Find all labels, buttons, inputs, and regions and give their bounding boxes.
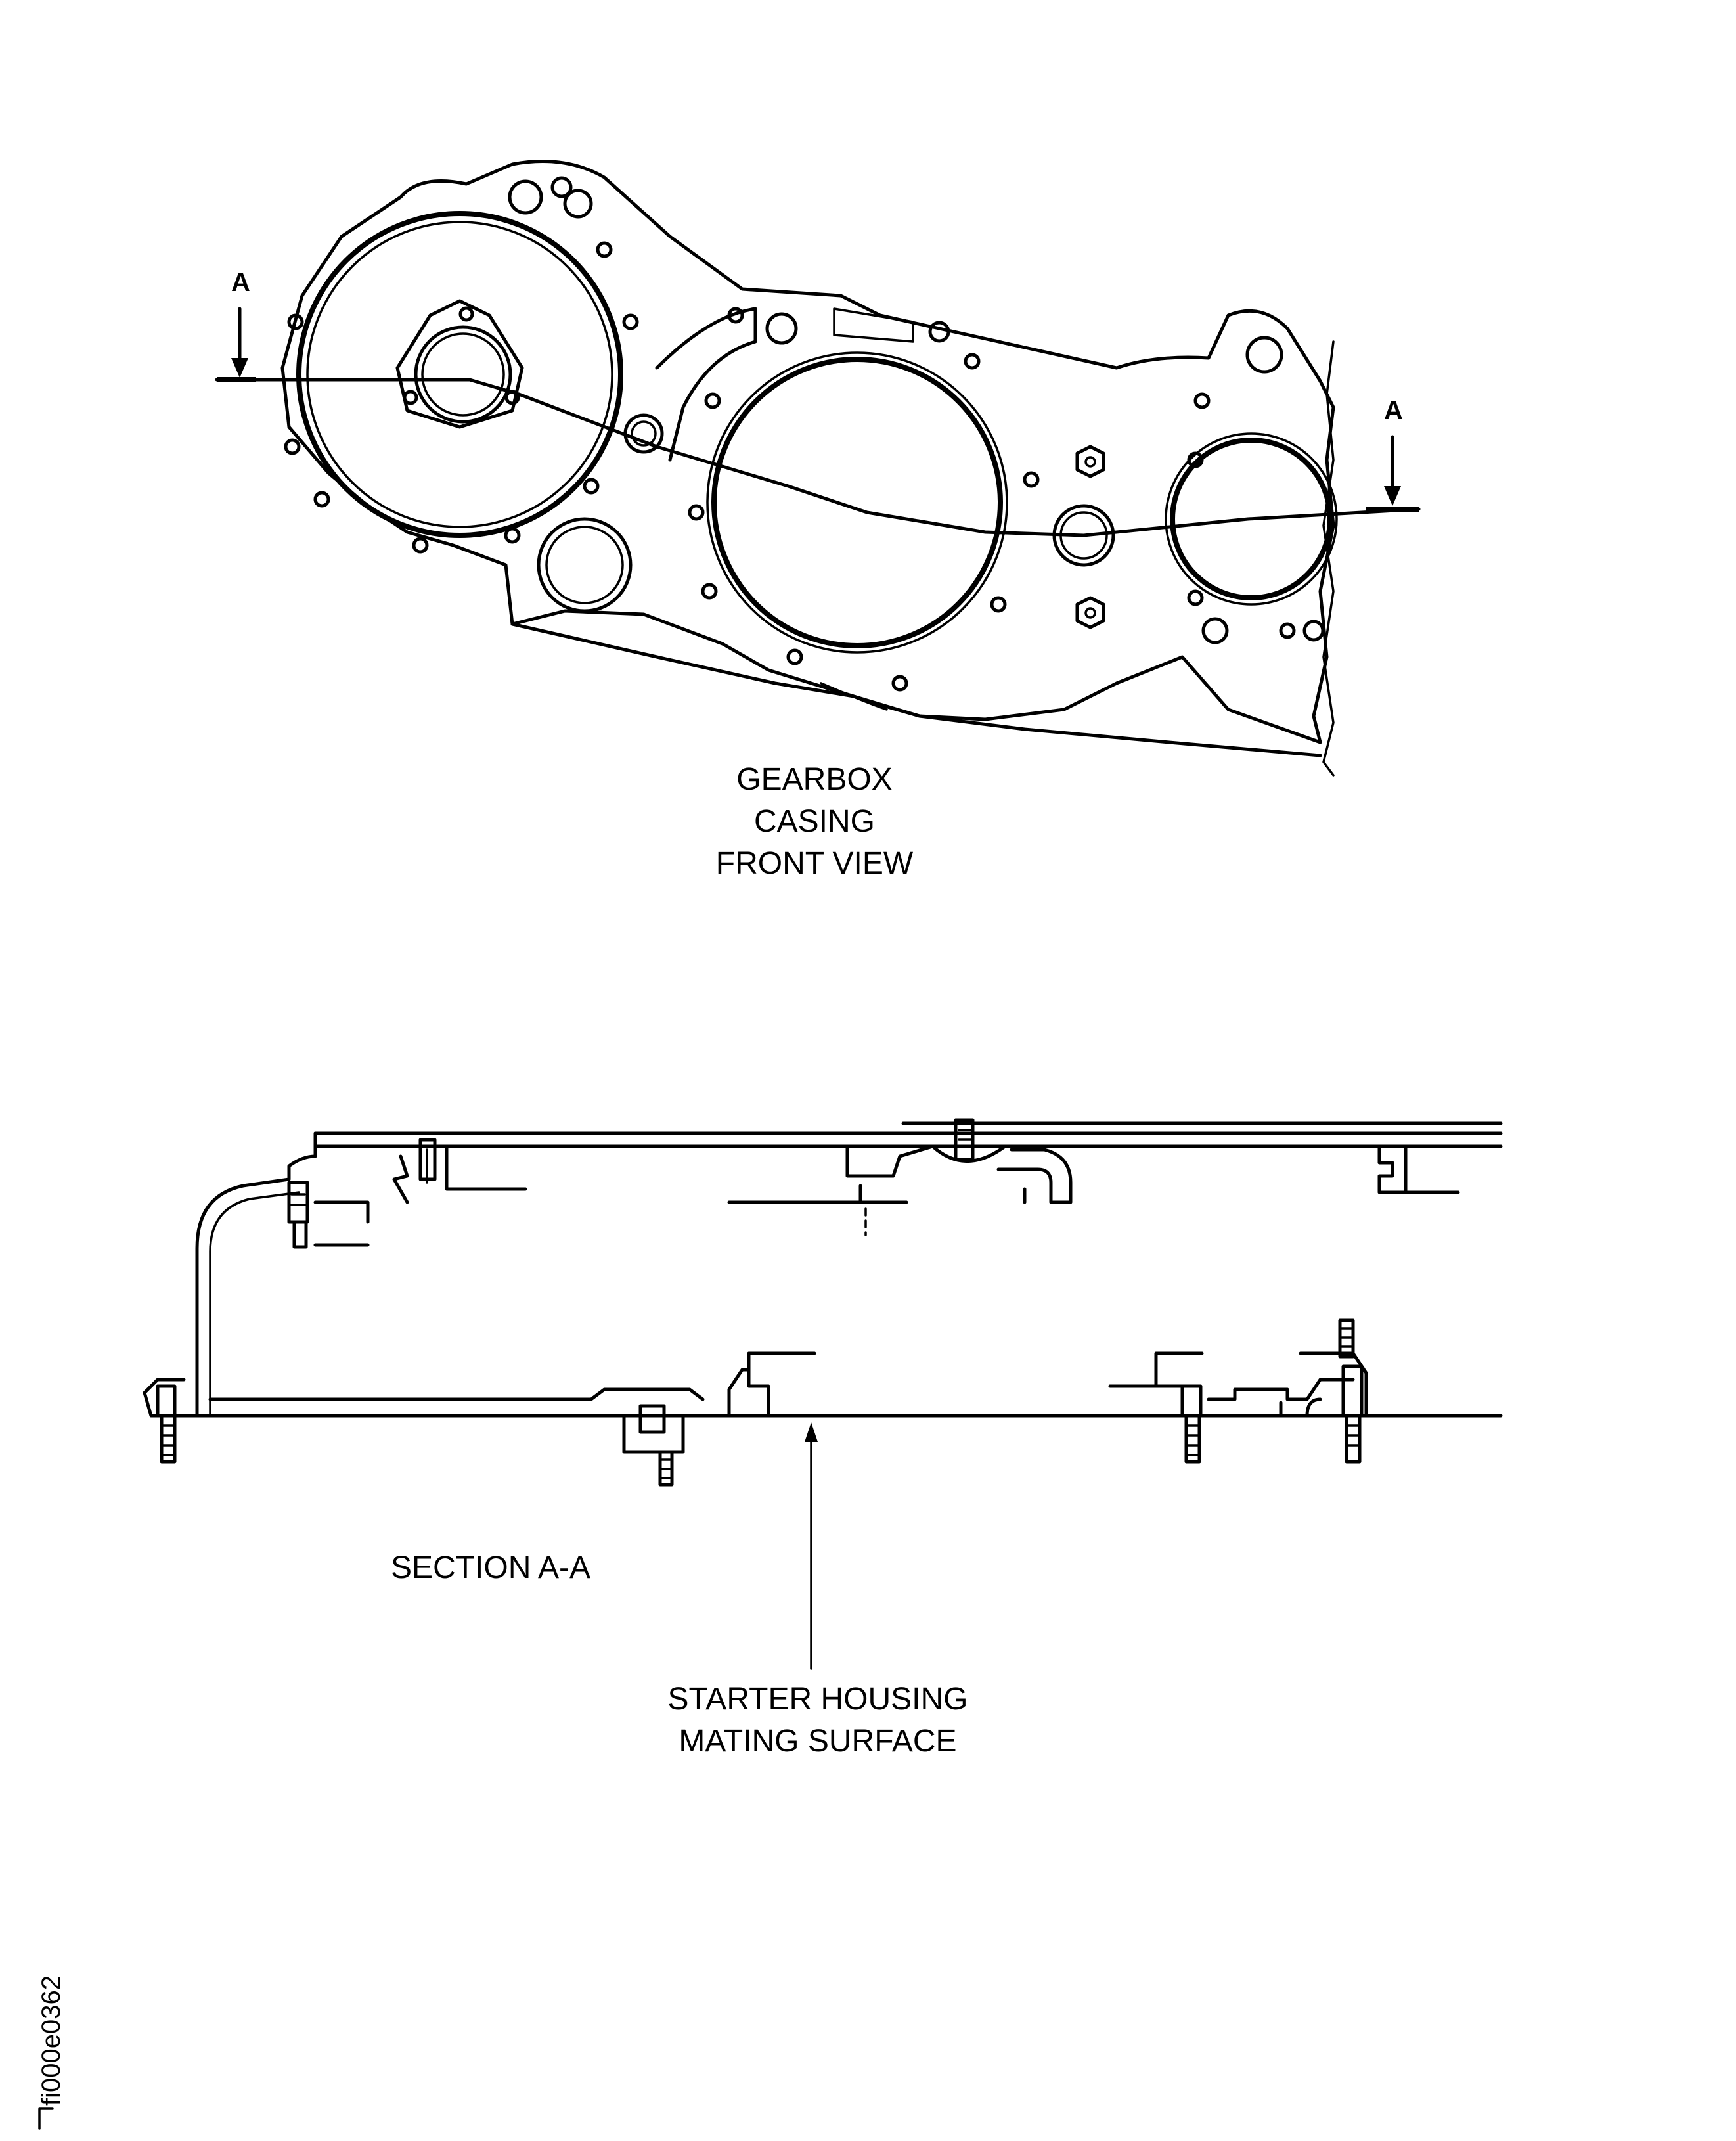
section-arrow-right bbox=[1384, 486, 1401, 506]
section-arrow-left bbox=[231, 358, 248, 378]
starter-pad-outer bbox=[296, 211, 623, 538]
figure-id: fi000e0362 bbox=[37, 1975, 66, 2106]
dowel-boss-right bbox=[1245, 336, 1283, 374]
front-view-caption: GEARBOX CASING FRONT VIEW bbox=[715, 762, 914, 881]
section-a-a-view bbox=[143, 1118, 1503, 1670]
mating-surface-callout: STARTER HOUSING MATING SURFACE bbox=[667, 1682, 968, 1759]
section-marker-right: A bbox=[1384, 396, 1403, 425]
starter-drive-bore bbox=[414, 325, 512, 424]
center-pad-outer bbox=[711, 357, 1003, 648]
left-wall bbox=[195, 1131, 317, 1418]
section-line bbox=[215, 378, 1421, 537]
callout-arrowhead bbox=[805, 1422, 818, 1442]
section-marker-left: A bbox=[231, 268, 250, 297]
gearbox-casing-front-view bbox=[215, 160, 1421, 777]
section-caption: SECTION A-A bbox=[391, 1550, 591, 1585]
hex-studs bbox=[1075, 445, 1105, 629]
right-pad bbox=[1170, 438, 1333, 600]
casing-outline bbox=[280, 160, 1335, 744]
figure-id-bracket bbox=[38, 2107, 54, 2130]
lower-left-bore bbox=[537, 517, 633, 613]
dowel-boss-top bbox=[508, 179, 543, 215]
